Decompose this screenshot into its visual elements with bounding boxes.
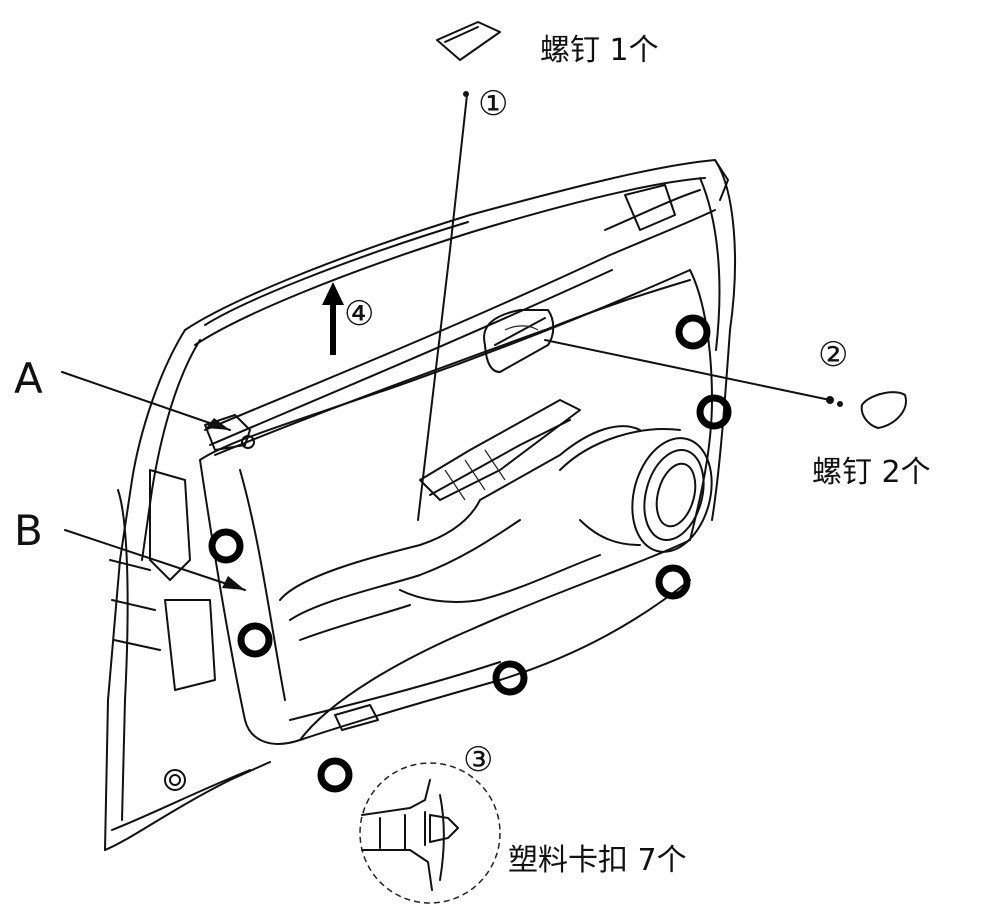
clip-marker-3 bbox=[317, 757, 353, 793]
clip-marker-6 bbox=[696, 394, 732, 430]
trim-panel bbox=[199, 184, 713, 745]
clip-marker-5 bbox=[655, 564, 691, 600]
arrow-head-b bbox=[222, 576, 245, 590]
screw-1-dot bbox=[463, 91, 469, 97]
arrow-head-a bbox=[206, 418, 230, 430]
step-1-marker: ① bbox=[478, 84, 508, 124]
note-screw-2: 螺钉 2个 bbox=[812, 455, 931, 490]
clip-markers bbox=[208, 314, 732, 793]
label-a: A bbox=[14, 354, 43, 403]
step-4-marker: ④ bbox=[344, 294, 374, 334]
label-b: B bbox=[14, 506, 43, 555]
clip-marker-2 bbox=[237, 622, 273, 658]
clip-marker-7 bbox=[675, 314, 711, 350]
clip-marker-4 bbox=[492, 660, 528, 696]
note-plastic-clips: 塑料卡扣 7个 bbox=[508, 843, 687, 878]
step-3-marker: ③ bbox=[463, 740, 493, 780]
step-2-marker: ② bbox=[818, 335, 848, 375]
door-frame bbox=[104, 159, 736, 851]
clip-marker-1 bbox=[208, 528, 244, 564]
leader-arrows bbox=[206, 418, 245, 590]
clip-detail-inset bbox=[359, 762, 501, 904]
screw-cover-icon bbox=[436, 21, 501, 61]
note-screw-1: 螺钉 1个 bbox=[540, 33, 659, 68]
leader-lines bbox=[61, 94, 831, 591]
screw-2-icon bbox=[826, 391, 907, 429]
lift-arrow bbox=[322, 282, 344, 355]
